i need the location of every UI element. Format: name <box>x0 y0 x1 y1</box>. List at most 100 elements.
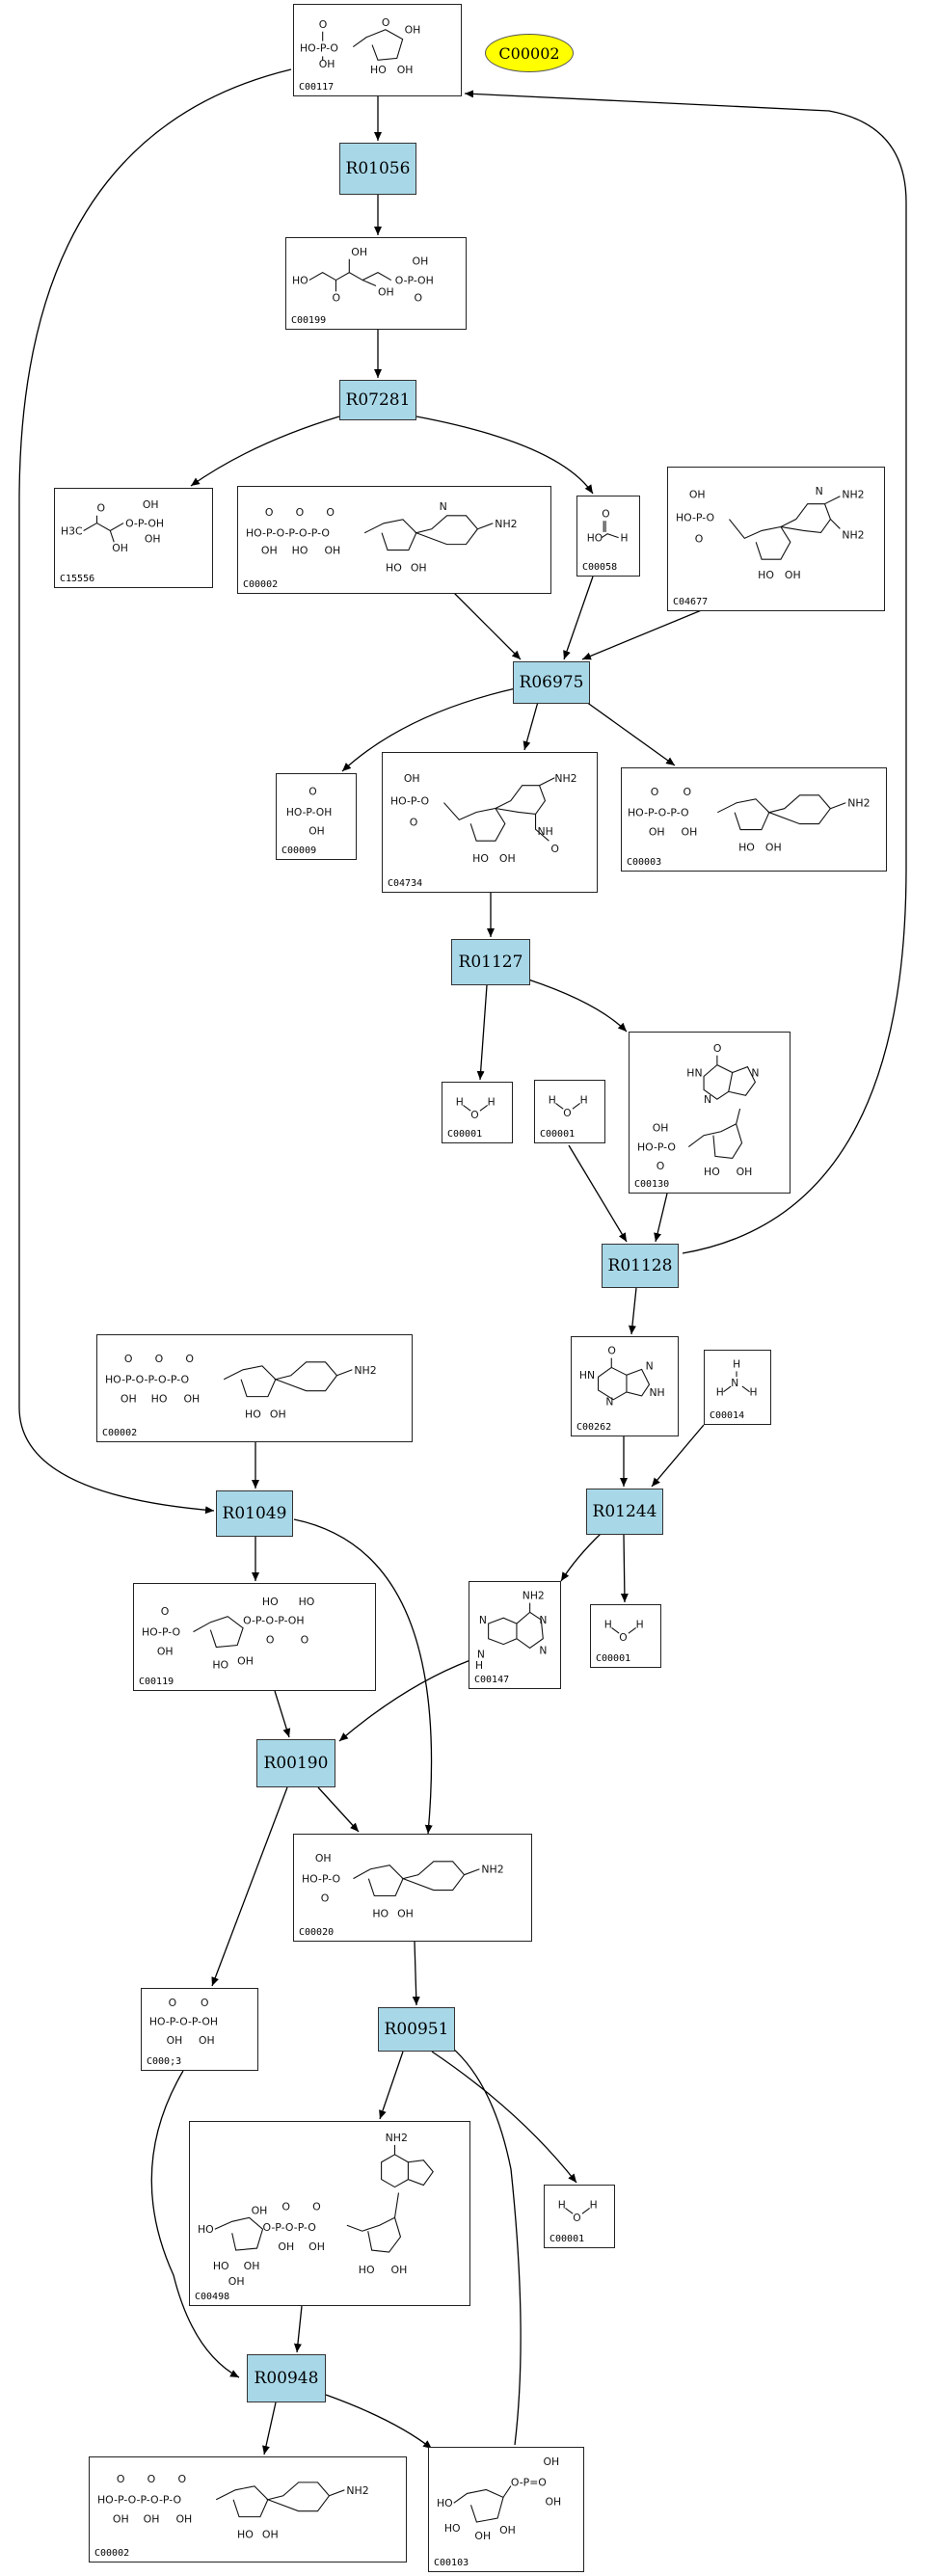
svg-text:HO-P-O: HO-P-O <box>390 795 429 808</box>
compound-id: C00003 <box>627 857 662 868</box>
svg-text:HO-P-O: HO-P-O <box>676 512 714 524</box>
svg-text:OH: OH <box>262 2528 279 2540</box>
reaction-r00948[interactable]: R00948 <box>247 2354 326 2402</box>
edge-c00119-r00190 <box>274 1690 291 1738</box>
svg-text:NH2: NH2 <box>481 1864 503 1876</box>
edge-r00951-c00001d <box>431 2051 577 2184</box>
compound-id: C00001 <box>549 2234 585 2244</box>
svg-text:OH: OH <box>397 1907 414 1919</box>
svg-text:O: O <box>563 1107 571 1119</box>
edge-r00190-c00013 <box>211 1786 288 1987</box>
compound-id: C00001 <box>540 1129 576 1140</box>
compound-id: C04734 <box>388 878 423 889</box>
svg-text:HO: HO <box>245 1408 261 1420</box>
edge-r01128-c00117 <box>464 90 907 1254</box>
svg-text:OH: OH <box>199 2034 215 2047</box>
svg-text:OH: OH <box>157 1645 174 1657</box>
svg-text:H: H <box>475 1659 483 1672</box>
reaction-r01128[interactable]: R01128 <box>602 1244 679 1288</box>
compound-id: C00014 <box>710 1410 745 1421</box>
edge-r01127-c00001a <box>476 984 488 1081</box>
reaction-r00190[interactable]: R00190 <box>256 1739 335 1787</box>
svg-text:OH: OH <box>682 825 698 838</box>
svg-text:HO: HO <box>370 64 387 76</box>
svg-text:O: O <box>312 2200 321 2213</box>
svg-text:HO-P-O-P-O-P-O: HO-P-O-P-O-P-O <box>97 2494 181 2507</box>
reaction-r06975[interactable]: R06975 <box>513 661 590 704</box>
svg-text:N: N <box>704 1093 711 1106</box>
reaction-r01049[interactable]: R01049 <box>216 1490 293 1537</box>
svg-text:N: N <box>440 500 447 513</box>
reaction-r01127[interactable]: R01127 <box>451 939 530 985</box>
svg-text:H: H <box>488 1095 496 1108</box>
svg-text:OH: OH <box>175 2513 192 2526</box>
svg-text:O: O <box>117 2473 125 2485</box>
svg-text:N: N <box>477 1648 485 1660</box>
edge-r01127-c00130 <box>527 979 628 1033</box>
svg-text:OH: OH <box>405 24 421 37</box>
edge-c00058-r06975 <box>563 576 594 660</box>
svg-text:OH: OH <box>391 2264 408 2276</box>
svg-text:H: H <box>750 1386 758 1399</box>
svg-text:H: H <box>716 1386 724 1399</box>
svg-text:HO: HO <box>212 1658 228 1671</box>
structure-c00001-d: HOH <box>558 2198 598 2224</box>
svg-text:OH: OH <box>121 1393 137 1406</box>
svg-text:O: O <box>96 502 105 515</box>
svg-text:NH2: NH2 <box>523 1590 545 1602</box>
reaction-r07281[interactable]: R07281 <box>339 380 416 420</box>
svg-text:H: H <box>604 1618 612 1630</box>
compound-id: C00119 <box>139 1677 174 1687</box>
svg-text:OH: OH <box>278 2241 294 2253</box>
edge-r06975-c00009 <box>341 687 517 772</box>
svg-text:NH: NH <box>649 1386 664 1399</box>
reaction-r01056[interactable]: R01056 <box>339 143 416 195</box>
legend-node-c00002[interactable]: C00002 <box>485 34 574 72</box>
svg-text:H3C: H3C <box>61 524 83 537</box>
reaction-r01244[interactable]: R01244 <box>586 1489 663 1535</box>
compound-id: C00498 <box>195 2292 230 2302</box>
edge-r00951-c00498 <box>379 2051 404 2120</box>
svg-text:NH2: NH2 <box>554 772 576 785</box>
reaction-r00951[interactable]: R00951 <box>378 2007 455 2052</box>
compound-id: C00199 <box>291 315 327 326</box>
svg-text:O: O <box>332 291 340 304</box>
svg-text:NH2: NH2 <box>346 2484 368 2497</box>
svg-text:OH: OH <box>228 2275 245 2288</box>
edge-r00948-c00103 <box>325 2394 433 2450</box>
svg-text:HO-P-O: HO-P-O <box>300 41 338 54</box>
svg-text:HO: HO <box>738 841 755 853</box>
